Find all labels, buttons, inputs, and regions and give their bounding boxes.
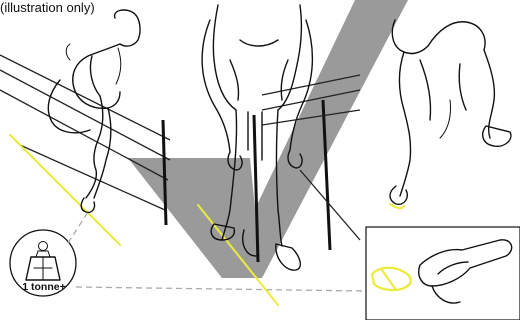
illustration-caption: (illustration only) bbox=[0, 0, 95, 15]
weight-label: 1 tonne+ bbox=[14, 281, 74, 293]
left-scene bbox=[0, 10, 170, 245]
right-scene bbox=[390, 20, 511, 208]
magnifier-inset bbox=[366, 227, 520, 320]
